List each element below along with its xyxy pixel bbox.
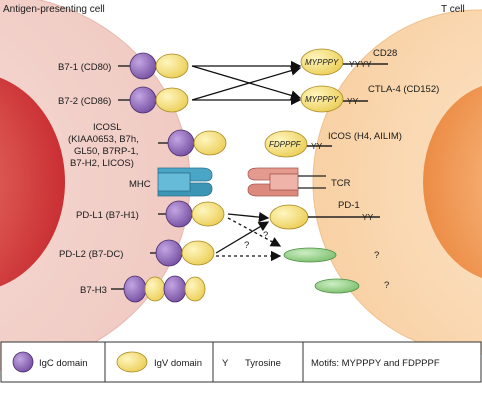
pd-1-molecule (269, 204, 380, 230)
igv-domain (269, 204, 309, 230)
tcell-title: T cell (441, 4, 465, 15)
mypppy-motif: MYPPPY (305, 58, 339, 67)
apc-nucleus (0, 77, 65, 287)
arrow-b72-cd28 (191, 65, 302, 101)
legend-y-symbol: Y (222, 358, 229, 369)
arrow-b71-ctla4 (191, 65, 302, 101)
legend-igv-label: IgV domain (154, 358, 202, 369)
ctla-4-molecule (300, 85, 368, 113)
pd-1-label: PD-1 (338, 200, 360, 211)
apc-title: Antigen-presenting cell (3, 4, 105, 15)
b7-h3-label: B7-H3 (80, 285, 107, 296)
legend-tyrosine-label: Tyrosine (245, 358, 281, 369)
b7-1-molecule (118, 52, 189, 80)
igv-domain (193, 130, 227, 156)
icosl-molecule (158, 129, 227, 157)
yy-motif: YY (362, 212, 374, 222)
arrow-pdl2-pd1 (215, 221, 270, 254)
b7-1-label: B7-1 (CD80) (58, 62, 111, 73)
mhc-label: MHC (129, 179, 151, 190)
cd28-label: CD28 (373, 48, 397, 59)
igv-domain (184, 276, 206, 302)
arrow-pdl1-unknown (227, 217, 282, 247)
arrow-pdl1-pd1 (227, 211, 270, 223)
icosl-label-2: (KIAA0653, B7h, (68, 134, 139, 145)
question-mark: ? (384, 280, 389, 291)
unknown-receptor (314, 278, 360, 294)
igv-legend-swatch (116, 351, 148, 373)
legend-igc-label: IgC domain (39, 358, 88, 369)
mhc-molecule (157, 167, 213, 197)
igv-domain (155, 53, 189, 79)
pd-l2-label: PD-L2 (B7-DC) (59, 249, 123, 260)
t-cell (312, 9, 482, 355)
interaction-arrows (191, 60, 302, 262)
igc-domain (123, 275, 147, 303)
igv-domain (155, 87, 189, 113)
igv-domain (191, 201, 225, 227)
igc-domain (165, 200, 193, 228)
yy-motif: YY (311, 141, 323, 151)
igv-domain (181, 240, 215, 266)
pd-l1-molecule (158, 200, 225, 228)
igc-domain (163, 275, 187, 303)
pd-l1-label: PD-L1 (B7-H1) (76, 210, 139, 221)
igv-domain (300, 85, 344, 113)
igv-domain (264, 130, 308, 158)
tcr-molecule (247, 167, 326, 197)
icosl-label-1: ICOSL (93, 122, 122, 133)
icosl-label-4: B7-H2, LICOS) (70, 158, 134, 169)
igc-domain (129, 52, 157, 80)
cd28-molecule (300, 48, 388, 76)
igc-domain (129, 86, 157, 114)
icosl-label-3: GL50, B7RP-1, (74, 146, 138, 157)
b7-2-label: B7-2 (CD86) (58, 96, 111, 107)
ctla-4-label: CTLA-4 (CD152) (368, 84, 439, 95)
question-mark: ? (374, 250, 379, 261)
igc-domain (155, 239, 183, 267)
legend (0, 341, 482, 383)
b7-h3-molecule (111, 275, 206, 303)
igc-legend-swatch (12, 351, 34, 373)
igc-domain (167, 129, 195, 157)
question-mark: ? (244, 240, 249, 251)
mypppy-motif: MYPPPY (305, 95, 339, 104)
b7-2-molecule (118, 86, 189, 114)
legend-motifs-label: Motifs: MYPPPY and FDPPPF (311, 358, 440, 369)
yy-motif: YY (347, 96, 359, 106)
igv-domain (144, 276, 166, 302)
yyyy-motif: YYYY (349, 59, 372, 69)
unknown-receptor (283, 247, 337, 263)
igv-domain (300, 48, 344, 76)
question-mark: ? (263, 230, 268, 241)
fdpppf-motif: FDPPPF (269, 140, 302, 149)
tcell-nucleus (423, 86, 482, 278)
pd-l2-molecule (150, 239, 215, 267)
icos-molecule (264, 130, 332, 158)
tcr-label: TCR (331, 178, 351, 189)
icos-label: ICOS (H4, AILIM) (328, 131, 402, 142)
